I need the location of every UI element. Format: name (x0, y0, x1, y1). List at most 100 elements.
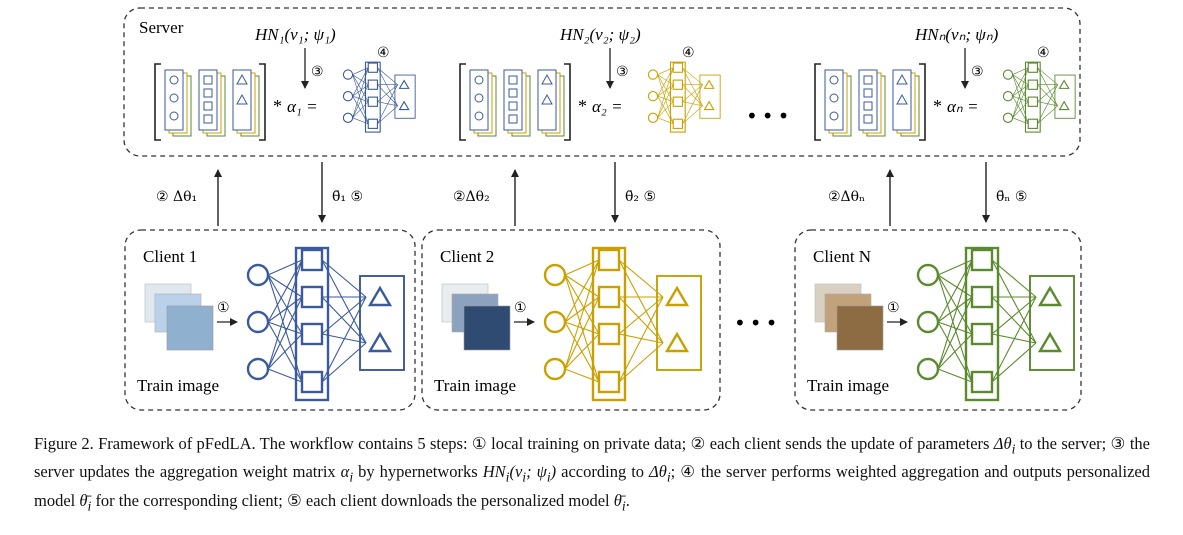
server-matrix-2-bracket-right (564, 63, 571, 141)
client-net-3-connections (937, 259, 1037, 383)
train-photo-front (836, 305, 884, 351)
step1-marker: ① (514, 300, 527, 316)
server-net-2-input-node (647, 112, 659, 123)
server-net-3-output-layer-frame (1054, 74, 1076, 119)
step3-marker: ③ (971, 64, 984, 80)
download-label: θ̄₂ ⑤ (625, 189, 656, 205)
download-label: θ̄₁ ⑤ (332, 189, 363, 205)
server-box (123, 7, 1081, 157)
step4-marker: ④ (1037, 45, 1050, 61)
client-net-2-output-node (664, 285, 690, 307)
server-net-3-connections (1012, 67, 1058, 125)
caption-text-4: according to (556, 462, 650, 482)
client-net-3-hidden-node (970, 322, 994, 346)
server-matrix-3-bracket-right (919, 63, 926, 141)
client-net-1-output-layer-frame (359, 275, 405, 371)
server-net-3-input-node (1002, 91, 1014, 102)
server-net-3-output-node (1058, 100, 1070, 111)
caption-text-5: ; ④ the server performs weighted aggrega… (34, 462, 1150, 510)
client-net-3-hidden-node (970, 370, 994, 394)
server-matrix-2-node (474, 111, 484, 121)
client-label: Client N (813, 247, 871, 266)
step1-marker: ① (887, 300, 900, 316)
caption-math-hypernetwork: HNi(vi; ψi) (482, 462, 557, 485)
caption-text-6: for the corresponding client; ⑤ each cli… (91, 490, 614, 510)
train-photo-front (463, 305, 511, 351)
client-net-2-hidden-node (597, 322, 621, 346)
server-net-1-hidden-node (367, 79, 378, 90)
server-matrix-1-node (169, 93, 179, 103)
server-matrix-2-node (541, 93, 553, 105)
server-matrix-1-node (203, 114, 213, 124)
upload-label: ②Δθₙ (828, 189, 865, 205)
server-net-2-output-node (703, 79, 715, 89)
server-matrix-2-node (508, 101, 518, 111)
server-group-2: HN₂(v₂; ψ₂)③④*α₂ = (459, 25, 721, 141)
server-matrix-3-node (829, 111, 839, 121)
client-net-3-output-node (1037, 331, 1063, 353)
server-net-1-hidden-layer-frame (364, 61, 381, 133)
client-net-1-hidden-node (300, 285, 324, 309)
client-net-3-output-layer-frame (1029, 275, 1075, 371)
client-net-2-hidden-node (597, 370, 621, 394)
server-matrix-3-node (896, 73, 908, 85)
server-net-2-hidden-node (672, 118, 683, 129)
server-matrix-2-node (508, 75, 518, 85)
server-matrix-3-node (829, 75, 839, 85)
server-net-1-input-node (342, 69, 354, 80)
server-net-3-hidden-layer-frame (1024, 61, 1041, 133)
multiply-sign: * (933, 96, 942, 116)
client-net-2-hidden-node (597, 285, 621, 309)
server-net-2-hidden-layer-frame (669, 61, 686, 133)
server-matrix-3-node (863, 114, 873, 124)
link-3: ②Δθₙ θ̄ₙ ⑤ (828, 162, 1028, 226)
upload-label: ②Δθ₂ (453, 189, 490, 205)
server-matrix-1-node (236, 93, 248, 105)
client-net-3-hidden-node (970, 285, 994, 309)
caption-text-3: by hypernetworks (353, 462, 483, 482)
server-matrix-1-node (203, 101, 213, 111)
client-net-1-hidden-node (300, 248, 324, 272)
caption-math-theta-bar: θ̄i (79, 490, 92, 513)
client-box (124, 229, 416, 411)
download-label: θ̄ₙ ⑤ (996, 189, 1028, 205)
server-net-1-hidden-node (367, 96, 378, 107)
client-net-3-input-node (916, 310, 940, 334)
server-matrix-2-node (474, 75, 484, 85)
server-matrix-2-node (474, 93, 484, 103)
server-matrix-3-node (829, 93, 839, 103)
alpha-label: α₁ = (287, 97, 318, 116)
client-net-3-output-node (1037, 285, 1063, 307)
server-net-3-hidden-node (1027, 62, 1038, 73)
server-net-3-input-node (1002, 69, 1014, 80)
server-matrix-3-bracket-left (814, 63, 821, 141)
client-net-2-input-node (543, 357, 567, 381)
client-net-3-hidden-layer-frame (964, 246, 1000, 402)
server-matrix-2-bracket-left (459, 63, 466, 141)
server-net-2-hidden-node (672, 96, 683, 107)
server-net-2-output-node (703, 100, 715, 111)
caption-math-theta-bar-2: θ̄i (613, 490, 626, 513)
server-matrix-1-bracket-right (259, 63, 266, 141)
client-box (421, 229, 721, 411)
multiply-sign: * (578, 96, 587, 116)
hypernetwork-label: HN₂(v₂; ψ₂) (559, 25, 641, 44)
server-matrix-1-bracket-left (154, 63, 161, 141)
figure-caption: Figure 2. Framework of pFedLA. The workf… (34, 432, 1150, 517)
server-matrix-2-node (541, 73, 553, 85)
client-net-1-input-node (246, 263, 270, 287)
server-matrix-1-node (203, 88, 213, 98)
server-net-2-hidden-node (672, 79, 683, 90)
client-net-2-input-node (543, 310, 567, 334)
server-group-3: HNₙ(vₙ; ψₙ)③④*αₙ = (814, 25, 1076, 141)
server-net-1-input-node (342, 91, 354, 102)
alpha-label: αₙ = (947, 97, 978, 116)
client-net-1-output-node (367, 331, 393, 353)
clients-ellipsis: ••• (734, 311, 781, 335)
server-ellipsis: ••• (746, 104, 793, 128)
train-image-label: Train image (434, 376, 516, 395)
caption-text-2: to the server; ③ the server updates the … (34, 434, 1150, 482)
